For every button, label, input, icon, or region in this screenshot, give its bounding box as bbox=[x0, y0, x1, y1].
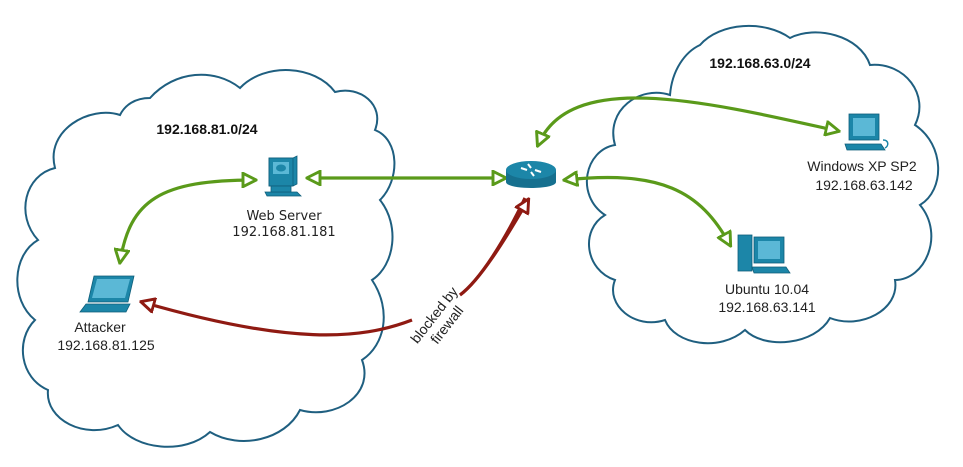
link-router-windows bbox=[538, 96, 838, 145]
workstation-icon[interactable] bbox=[844, 113, 889, 151]
laptop-icon[interactable] bbox=[79, 275, 135, 313]
link-attacker-webserver bbox=[120, 180, 255, 262]
windows-name: Windows XP SP2 bbox=[807, 158, 917, 174]
server-icon[interactable] bbox=[264, 155, 302, 197]
router-icon[interactable] bbox=[506, 161, 556, 188]
link-router-ubuntu bbox=[565, 178, 730, 245]
web-server-name: Web Server bbox=[246, 209, 322, 224]
ubuntu-name: Ubuntu 10.04 bbox=[725, 281, 809, 297]
desktop-tower-icon[interactable] bbox=[737, 234, 791, 274]
blocked-annotation: blocked by firewall bbox=[407, 284, 466, 347]
attacker-ip: 192.168.81.125 bbox=[57, 337, 155, 353]
ubuntu-ip: 192.168.63.141 bbox=[718, 299, 816, 315]
subnet-label-right: 192.168.63.0/24 bbox=[709, 55, 810, 71]
network-cloud-right bbox=[586, 24, 940, 345]
web-server-ip: 192.168.81.181 bbox=[232, 225, 335, 240]
subnet-label-left: 192.168.81.0/24 bbox=[156, 121, 257, 137]
windows-ip: 192.168.63.142 bbox=[815, 177, 913, 193]
blocked-arrowhead-router bbox=[459, 200, 528, 297]
attacker-name: Attacker bbox=[74, 319, 126, 335]
